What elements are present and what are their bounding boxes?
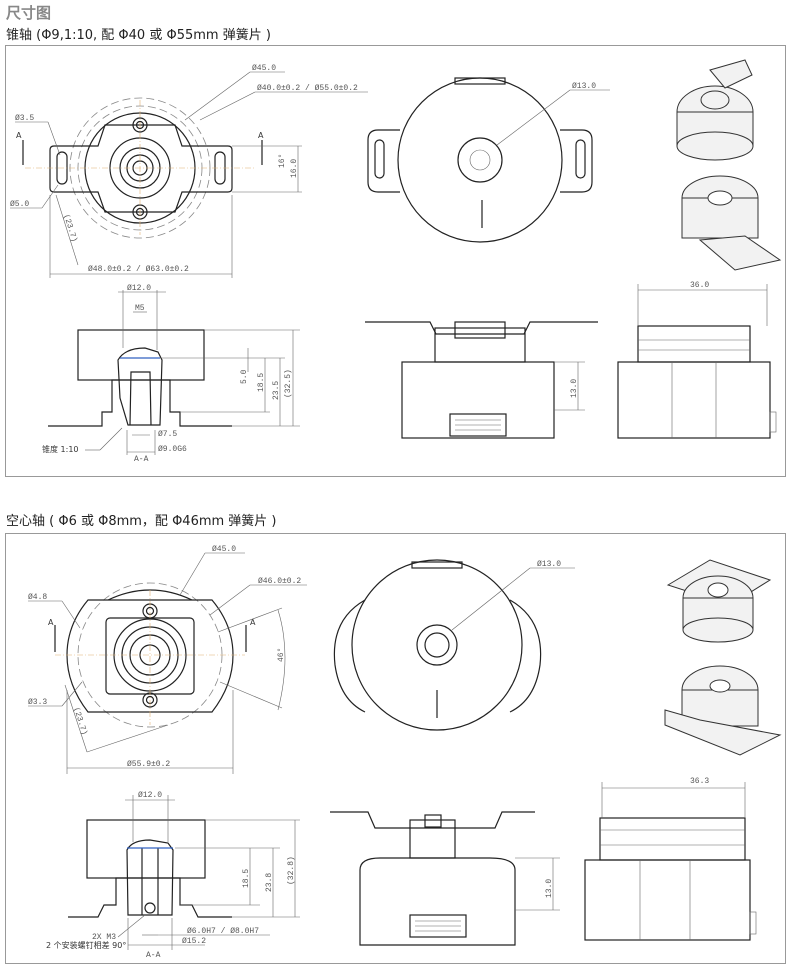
top-view-hollow: Ø13.0 bbox=[333, 559, 575, 731]
dim-h2-hollow: 18.5 bbox=[242, 869, 251, 888]
dim-width-hollow: Ø55.9±0.2 bbox=[127, 760, 170, 769]
dim-end-width: 36.0 bbox=[690, 281, 709, 290]
section-title-hollow-shaft: 空心轴 ( Φ6 或 Φ8mm，配 Φ46mm 弹簧片 ) bbox=[6, 514, 277, 529]
dim-end-width-hollow: 36.3 bbox=[690, 777, 709, 786]
top-view-tapered: Ø13.0 bbox=[367, 77, 610, 243]
dim-bore: Ø6.0H7 / Ø8.0H7 bbox=[187, 927, 259, 936]
dim-hole2-hollow: Ø3.3 bbox=[28, 698, 47, 707]
front-view-hollow: A A Ø45.0 Ø46.0±0.2 Ø4.8 Ø3.3 46° (23.7)… bbox=[28, 545, 307, 774]
side-view-tapered: 13.0 bbox=[365, 321, 598, 439]
section-title-tapered-shaft: 锥轴 (Φ9,1:10, 配 Φ40 或 Φ55mm 弹簧片 ) bbox=[6, 28, 271, 43]
dim-spring-hollow: Ø46.0±0.2 bbox=[258, 577, 301, 586]
product-photo-tapered bbox=[676, 59, 782, 271]
dim-angle: 16° bbox=[278, 154, 287, 168]
dim-d152: Ø15.2 bbox=[182, 937, 206, 946]
dim-hole1-hollow: Ø4.8 bbox=[28, 593, 47, 602]
dim-side-height: 13.0 bbox=[570, 379, 579, 398]
dim-hole2: Ø5.0 bbox=[10, 200, 29, 209]
dim-d45: Ø45.0 bbox=[252, 64, 276, 73]
dim-taper: 锥度 1:10 bbox=[42, 444, 79, 454]
dim-h4: (32.5) bbox=[284, 369, 293, 398]
dim-h4-hollow: (32.8) bbox=[287, 856, 296, 885]
product-photo-hollow bbox=[664, 559, 782, 756]
dim-side-height-hollow: 13.0 bbox=[545, 879, 554, 898]
dim-d9: Ø9.0G6 bbox=[158, 445, 187, 454]
section-label: A-A bbox=[134, 455, 149, 464]
dim-d13: Ø13.0 bbox=[572, 82, 596, 91]
section-mark-left: A bbox=[16, 131, 22, 140]
front-view-tapered: A A Ø45.0 Ø40.0±0.2 / Ø55.0±0.2 Ø3.5 Ø5.… bbox=[10, 64, 368, 278]
section-mark-right: A bbox=[258, 131, 264, 140]
panel-hollow-shaft bbox=[5, 533, 786, 964]
end-view-tapered: 36.0 bbox=[617, 281, 777, 439]
dim-d75: Ø7.5 bbox=[158, 430, 177, 439]
dim-radius: (23.7) bbox=[61, 213, 78, 243]
dim-d13-hollow: Ø13.0 bbox=[537, 560, 561, 569]
side-view-hollow: 13.0 bbox=[330, 811, 560, 946]
dim-h1: 5.0 bbox=[240, 369, 249, 384]
dim-h3: 23.5 bbox=[272, 381, 281, 400]
dim-h3-hollow: 23.8 bbox=[265, 873, 274, 892]
page-title: 尺寸图 bbox=[6, 4, 52, 22]
dim-height: 16.0 bbox=[290, 159, 299, 178]
dim-radius-hollow: (23.7) bbox=[71, 706, 88, 736]
dim-d12-hollow: Ø12.0 bbox=[138, 791, 162, 800]
dim-h2: 18.5 bbox=[257, 373, 266, 392]
section-label-hollow: A-A bbox=[146, 951, 161, 960]
dim-screws: 2X M3 bbox=[92, 933, 116, 942]
section-view-tapered: Ø12.0 M5 5.0 18.5 23.5 (32.5) Ø7.5 Ø9.0G… bbox=[42, 284, 300, 464]
dim-d12: Ø12.0 bbox=[127, 284, 151, 293]
section-view-hollow: Ø12.0 18.5 23.8 (32.8) Ø6.0H7 / Ø8.0H7 Ø… bbox=[46, 791, 300, 960]
dim-thread: M5 bbox=[135, 304, 145, 313]
dim-d45-hollow: Ø45.0 bbox=[212, 545, 236, 554]
dim-angle-hollow: 46° bbox=[277, 648, 286, 662]
dim-hole1: Ø3.5 bbox=[15, 114, 34, 123]
section-mark-right-hollow: A bbox=[250, 618, 256, 627]
panel-tapered-shaft bbox=[5, 45, 786, 477]
screw-note: 2 个安装螺钉相差 90° bbox=[46, 940, 126, 950]
dim-width: Ø48.0±0.2 / Ø63.0±0.2 bbox=[88, 265, 189, 274]
end-view-hollow: 36.3 bbox=[584, 777, 757, 941]
section-mark-left-hollow: A bbox=[48, 618, 54, 627]
dim-spring: Ø40.0±0.2 / Ø55.0±0.2 bbox=[257, 84, 358, 93]
